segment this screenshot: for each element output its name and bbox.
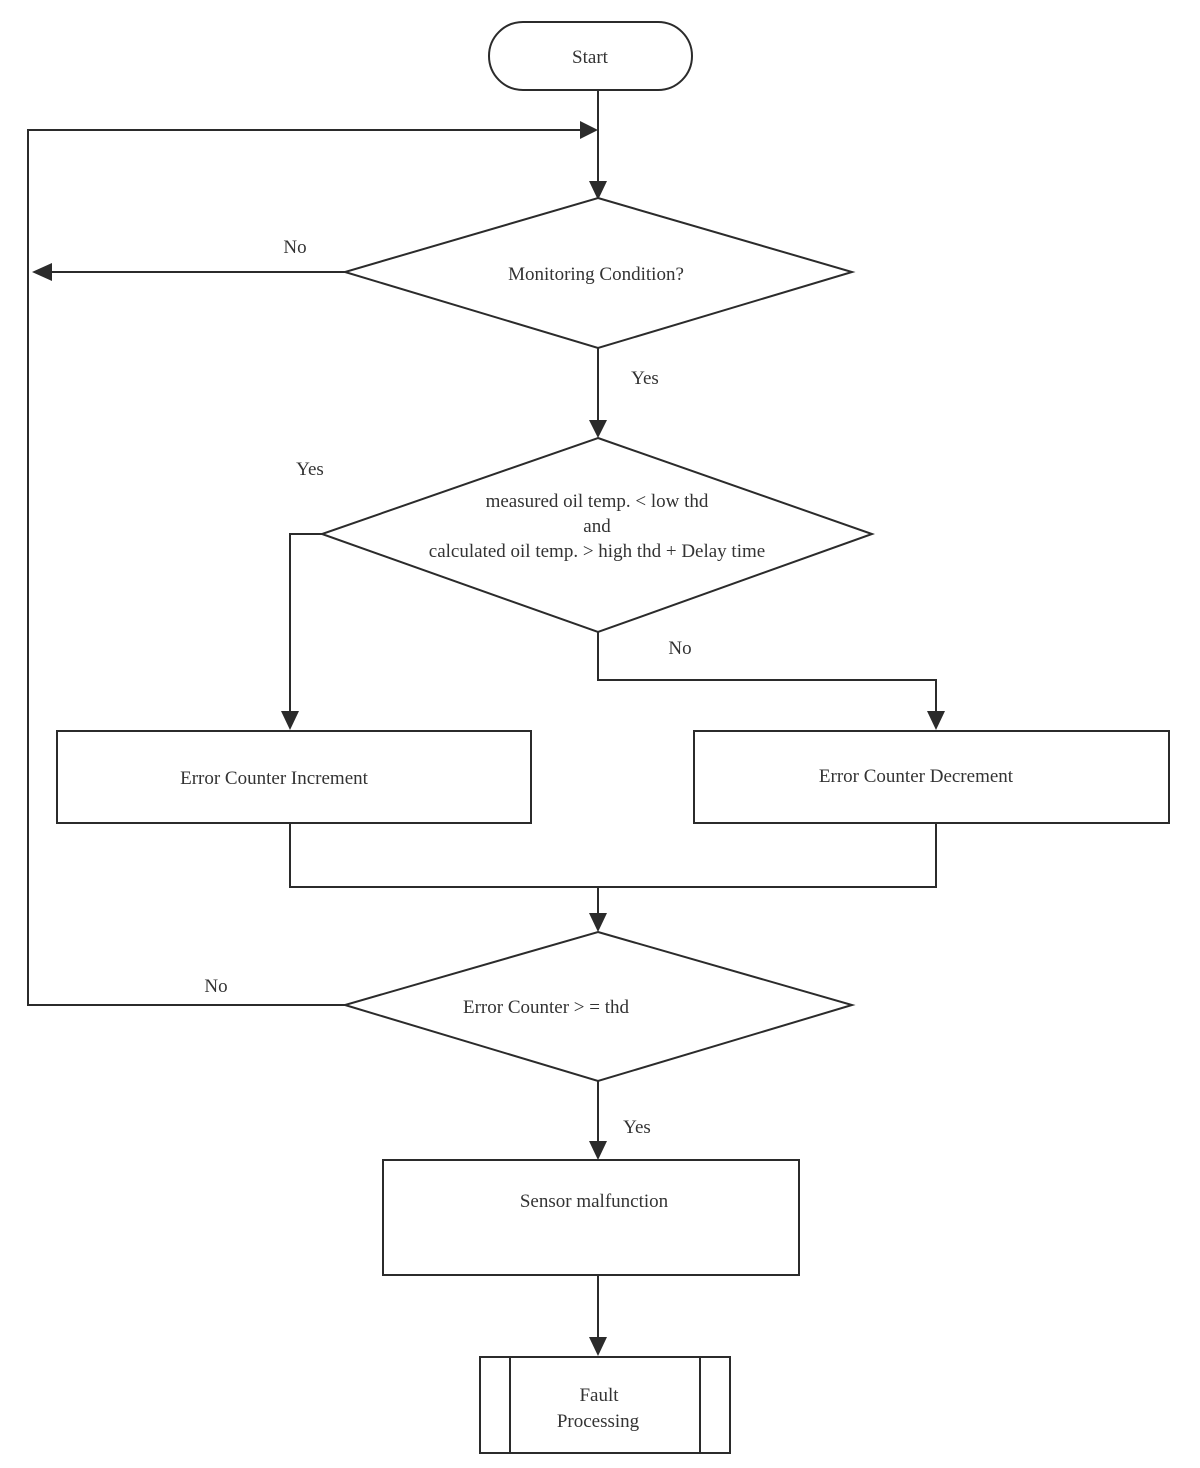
threshold-label: Error Counter > = thd [463, 997, 630, 1018]
arrowhead-to-decrement [927, 711, 945, 730]
arrowhead-loop-merge [580, 121, 598, 139]
arrowhead-to-increment [281, 711, 299, 730]
connector-increment-merge [289, 823, 598, 888]
threshold-yes-label: Yes [623, 1117, 651, 1138]
start-terminator [488, 21, 693, 91]
monitoring-no-label: No [283, 237, 306, 258]
error-counter-decrement-box [693, 730, 1170, 824]
monitoring-condition-label: Monitoring Condition? [508, 264, 684, 285]
threshold-no-label: No [204, 976, 227, 997]
error-counter-increment-box [56, 730, 532, 824]
monitoring-yes-label: Yes [631, 368, 659, 389]
increment-label: Error Counter Increment [180, 768, 369, 789]
fault-processing-box [479, 1356, 731, 1454]
compare-no-label: No [668, 638, 691, 659]
connector-compare-no [597, 632, 937, 712]
malfunction-label: Sensor malfunction [520, 1191, 669, 1212]
arrowhead-to-malfunction [589, 1141, 607, 1160]
compare-line-2: and [583, 516, 611, 537]
connector-compare-yes [289, 533, 322, 712]
compare-yes-label: Yes [296, 459, 324, 480]
connector-threshold-no-loop [27, 129, 580, 1006]
start-label: Start [572, 47, 609, 68]
compare-line-1: measured oil temp. < low thd [486, 491, 709, 512]
arrowhead-to-monitoring [589, 181, 607, 200]
compare-line-3: calculated oil temp. > high thd + Delay … [429, 541, 765, 562]
fault-line-1: Fault [579, 1385, 619, 1406]
sensor-malfunction-box [382, 1159, 800, 1276]
arrowhead-to-compare [589, 420, 607, 438]
arrowhead-to-fault [589, 1337, 607, 1356]
connector-decrement-merge [598, 823, 937, 888]
fault-line-2: Processing [557, 1411, 640, 1432]
arrowhead-monitoring-no [32, 263, 52, 281]
decrement-label: Error Counter Decrement [819, 766, 1014, 787]
arrowhead-to-threshold [589, 913, 607, 932]
